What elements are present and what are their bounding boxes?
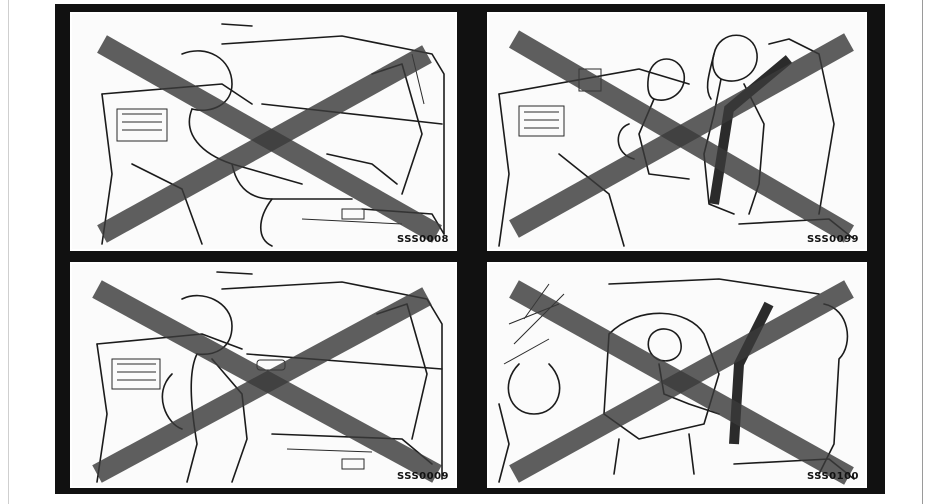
child-on-adult-lap-icon <box>489 14 865 249</box>
panel-sss0099: SSS0099 <box>487 12 867 251</box>
panel-sss0009: SSS0009 <box>70 262 457 488</box>
page-edge-right <box>922 0 923 504</box>
page-edge-left <box>8 0 9 504</box>
illustration-code: SSS0099 <box>807 234 859 245</box>
panel-sss0008: SSS0008 <box>70 12 457 251</box>
adult-against-door-icon <box>72 264 455 486</box>
panel-sss0100: SSS0100 <box>487 262 867 488</box>
adult-leaning-toward-dashboard-icon <box>72 14 455 249</box>
illustration-code: SSS0100 <box>807 471 859 482</box>
illustration-code: SSS0008 <box>397 234 449 245</box>
illustration-frame: SSS0008 SSS0099 <box>55 4 885 494</box>
illustration-code: SSS0009 <box>397 471 449 482</box>
rear-facing-child-seat-airbag-icon <box>489 264 865 486</box>
